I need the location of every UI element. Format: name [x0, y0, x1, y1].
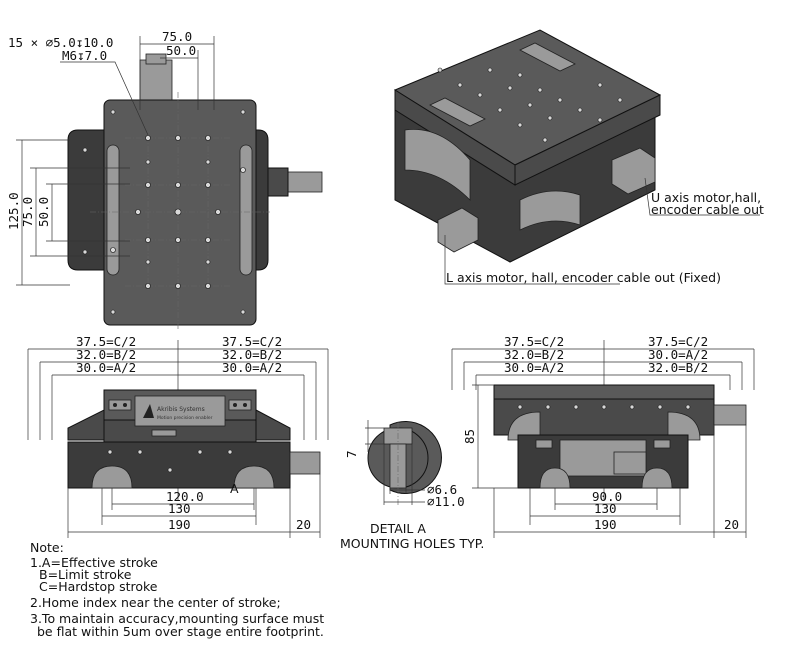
top-connector	[139, 59, 173, 101]
detail-a: 7 ∅6.6 ∅11.0 DETAIL A MOUNTING HOLES TYP…	[340, 420, 484, 551]
l-axis-motor	[437, 207, 479, 253]
brand-tagline: Motion precision enabler	[157, 415, 213, 421]
detail-dia-small: ∅6.6	[427, 482, 457, 497]
side-dim-20: 20	[724, 517, 739, 532]
side-stroke-a-right: 30.0=A/2	[648, 347, 708, 362]
note-2: 2.Home index near the center of stroke;	[30, 595, 281, 610]
detail-marker: A	[230, 481, 239, 496]
side-stroke-c-left: 37.5=C/2	[504, 334, 564, 349]
side-dim-height: 85	[462, 429, 477, 444]
l-axis-label: L axis motor, hall, encoder cable out (F…	[446, 270, 721, 285]
dim-height-overall: 125.0	[6, 192, 21, 230]
dim-height-mid: 75.0	[20, 197, 35, 227]
hole-callout-1: 15 × ∅5.0↧10.0	[8, 35, 113, 50]
u-axis-label-2: encoder cable out	[651, 202, 764, 217]
right-connector	[285, 171, 323, 193]
front-stroke-c-right: 37.5=C/2	[222, 334, 282, 349]
note-1b: B=Limit stroke	[39, 567, 132, 582]
hole-callout-2: M6↧7.0	[62, 48, 107, 63]
side-stroke-c-right: 37.5=C/2	[648, 334, 708, 349]
side-stroke-a-left: 30.0=A/2	[504, 360, 564, 375]
front-stroke-c-left: 37.5=C/2	[76, 334, 136, 349]
side-view: 37.5=C/2 32.0=B/2 30.0=A/2 37.5=C/2 30.0…	[451, 334, 755, 538]
front-stroke-a-right: 30.0=A/2	[222, 360, 282, 375]
dim-height-inner: 50.0	[36, 197, 51, 227]
note-1: 1.A=Effective stroke	[30, 555, 158, 570]
note-3: 3.To maintain accuracy,mounting surface …	[30, 611, 324, 626]
dim-width-outer: 75.0	[162, 29, 192, 44]
detail-title-1: DETAIL A	[370, 521, 426, 536]
side-dim-90: 90.0	[592, 489, 622, 504]
dim-width-inner: 50.0	[166, 43, 196, 58]
side-top-plate	[493, 384, 715, 400]
iso-view: U axis motor,hall, encoder cable out L a…	[393, 29, 764, 285]
u-axis-motor	[611, 147, 656, 195]
top-view: 15 × ∅5.0↧10.0 M6↧7.0 75.0 50.0 125.0 75…	[6, 29, 323, 330]
note-1c: C=Hardstop stroke	[39, 579, 158, 594]
front-dim-20: 20	[296, 517, 311, 532]
side-dim-130: 130	[594, 501, 617, 516]
front-dim-190: 190	[168, 517, 191, 532]
note-header: Note:	[30, 540, 64, 555]
front-dim-130: 130	[168, 501, 191, 516]
brand-name: Akribis Systems	[157, 406, 205, 413]
front-dim-120: 120.0	[166, 489, 204, 504]
side-stroke-b-right: 32.0=B/2	[648, 360, 708, 375]
top-holes	[82, 109, 246, 315]
front-stroke-a-left: 30.0=A/2	[76, 360, 136, 375]
front-stroke-b-left: 32.0=B/2	[76, 347, 136, 362]
detail-dia-large: ∅11.0	[427, 494, 465, 509]
left-slot	[106, 144, 120, 276]
note-3b: be flat within 5um over stage entire foo…	[37, 624, 324, 639]
detail-title-2: MOUNTING HOLES TYP.	[340, 536, 484, 551]
u-axis-label-1: U axis motor,hall,	[651, 190, 761, 205]
front-stroke-b-right: 32.0=B/2	[222, 347, 282, 362]
side-dim-190: 190	[594, 517, 617, 532]
detail-dim-height: 7	[344, 450, 359, 458]
front-view: 37.5=C/2 32.0=B/2 30.0=A/2 37.5=C/2 32.0…	[27, 334, 329, 538]
notes: Note: 1.A=Effective stroke B=Limit strok…	[30, 540, 324, 639]
side-stroke-b-left: 32.0=B/2	[504, 347, 564, 362]
right-slot	[239, 144, 253, 276]
